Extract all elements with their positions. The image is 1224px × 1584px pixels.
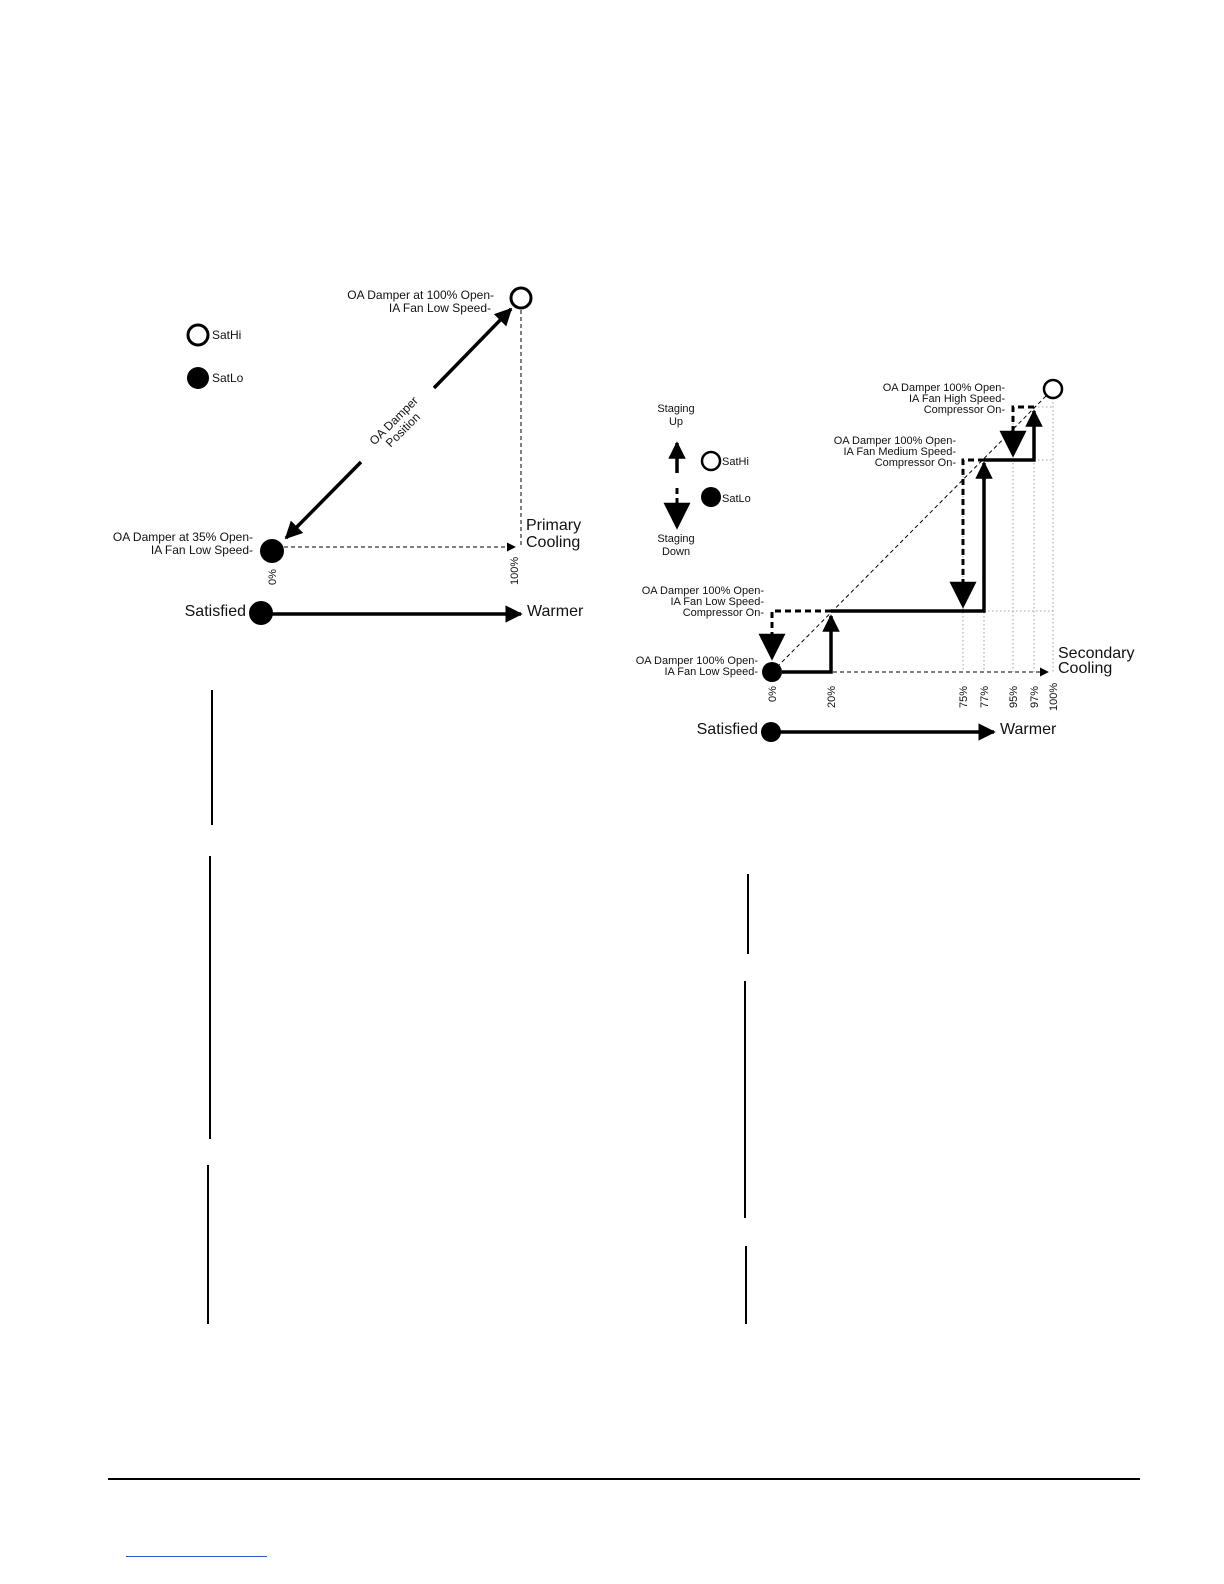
satlo-point-right	[762, 662, 782, 682]
satlo-point-label-line1: OA Damper at 35% Open-	[113, 530, 253, 544]
stage2-label-line3: Compressor On-	[683, 607, 765, 619]
stage2-label-line2: IA Fan Low Speed-	[670, 596, 764, 608]
sathi-legend-label: SatHi	[212, 328, 241, 342]
sathi-legend-icon-right	[700, 450, 722, 472]
tick-100: 100%	[1048, 683, 1060, 711]
secondary-cooling-label-line1: Secondary	[1058, 645, 1135, 662]
axis-satisfied-label-right: Satisfied	[697, 721, 758, 738]
staging-up-label-line1: Staging	[657, 403, 694, 415]
stage4-label-line1: OA Damper 100% Open-	[883, 382, 1006, 394]
stage4-label-line2: IA Fan High Speed-	[909, 393, 1005, 405]
satlo-legend-label-right: SatLo	[722, 493, 751, 505]
secondary-cooling-diagram: Staging Up Staging Down SatHi SatLo	[636, 378, 1135, 742]
change-bar	[747, 874, 749, 954]
satisfied-dot	[249, 601, 273, 625]
axis-warmer-label-right: Warmer	[1000, 721, 1057, 738]
tick-20: 20%	[826, 686, 838, 708]
satlo-point-label-line2: IA Fan Low Speed-	[151, 543, 253, 557]
axis-warmer-label: Warmer	[527, 603, 584, 620]
tick-100-percent: 100%	[509, 557, 521, 585]
staging-down-label-line1: Staging	[657, 533, 694, 545]
stage3-plateau	[984, 413, 1036, 462]
change-bar	[207, 1165, 209, 1324]
stage1-label-line1: OA Damper 100% Open-	[636, 655, 759, 667]
change-bar	[744, 981, 746, 1218]
stage2-plateau	[831, 465, 986, 613]
satlo-point	[260, 539, 284, 563]
tick-77: 77%	[979, 686, 991, 708]
sathi-legend-label-right: SatHi	[722, 456, 749, 468]
staging-up-path-1	[782, 617, 833, 674]
staging-down-path-3	[949, 458, 984, 609]
tick-0: 0%	[767, 686, 779, 702]
tick-0-percent: 0%	[267, 569, 279, 585]
axis-satisfied-label: Satisfied	[185, 603, 246, 620]
sathi-point-label-line1: OA Damper at 100% Open-	[347, 288, 494, 302]
footer-rule	[108, 1478, 1140, 1480]
staging-down-path-4	[999, 405, 1034, 458]
stage2-label-line1: OA Damper 100% Open-	[642, 585, 765, 597]
stage4-label-line3: Compressor On-	[924, 404, 1006, 416]
tick-75: 75%	[958, 686, 970, 708]
stage3-label-line3: Compressor On-	[875, 457, 957, 469]
primary-cooling-label-line2: Cooling	[526, 534, 580, 551]
stage3-label-line1: OA Damper 100% Open-	[834, 435, 957, 447]
tick-95: 95%	[1008, 686, 1020, 708]
primary-cooling-diagram: SatHi SatLo OA Damper at 100% Open- IA F…	[113, 286, 584, 625]
primary-cooling-label-line1: Primary	[526, 517, 581, 534]
change-bar	[745, 1246, 747, 1324]
sathi-point-label-line2: IA Fan Low Speed-	[389, 301, 491, 315]
damper-open-arrow	[432, 307, 513, 390]
satisfied-dot-right	[761, 722, 781, 742]
secondary-cooling-label-line2: Cooling	[1058, 660, 1112, 677]
stage3-label-line2: IA Fan Medium Speed-	[843, 446, 956, 458]
sathi-point	[509, 286, 533, 310]
change-bar	[209, 856, 211, 1139]
satlo-legend-icon-right	[701, 487, 721, 507]
diagonal-reference-line	[771, 388, 1054, 673]
footer-link-underline[interactable]	[126, 1556, 267, 1557]
sathi-point-right	[1042, 378, 1064, 400]
staging-down-path-2	[758, 609, 831, 661]
damper-close-arrow	[284, 460, 363, 540]
tick-97: 97%	[1029, 686, 1041, 708]
damper-position-label: OA Damper Position	[367, 394, 423, 450]
change-bar	[211, 690, 213, 825]
staging-down-label-line2: Down	[662, 546, 690, 558]
staging-up-label-line2: Up	[669, 416, 683, 428]
stage1-label-line2: IA Fan Low Speed-	[664, 666, 758, 678]
satlo-legend-label: SatLo	[212, 371, 244, 385]
sathi-legend-icon	[186, 323, 210, 347]
satlo-legend-icon	[187, 367, 209, 389]
